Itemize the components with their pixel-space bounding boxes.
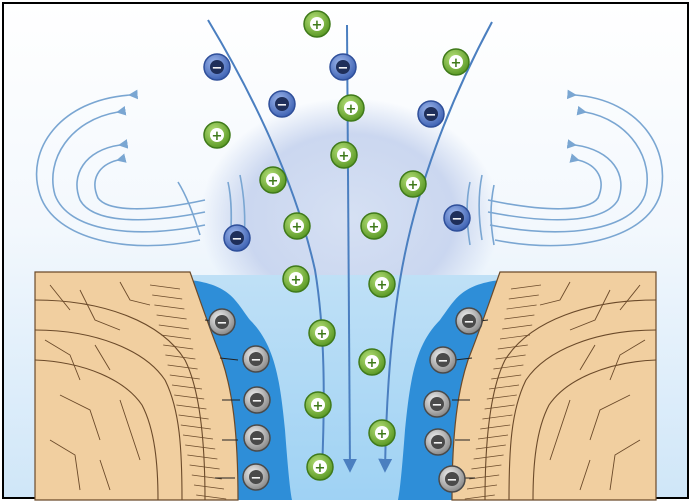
anion-ion-sign: − [212,61,223,76]
wall-anion-ion-sign: − [252,394,263,409]
anion-ion-sign: − [338,61,349,76]
wall-anion-ion-sign: − [251,353,262,368]
cation-ion-sign: + [312,18,323,33]
wall-anion-ion-sign: − [252,432,263,447]
cation-ion: + [307,454,333,480]
cation-ion: + [369,420,395,446]
wall-anion-ion-sign: − [438,354,449,369]
anion-ion-sign: − [452,212,463,227]
wall-anion-ion-sign: − [217,316,228,331]
cation-ion: + [304,11,330,37]
cation-ion-sign: + [212,129,223,144]
cation-ion-sign: + [346,102,357,117]
wall-anion-ion: − [439,466,465,492]
wall-anion-ion-sign: − [464,315,475,330]
cation-ion: + [400,171,426,197]
anion-ion-sign: − [232,232,243,247]
anion-ion: − [444,205,470,231]
wall-anion-ion: − [424,391,450,417]
cation-ion-sign: + [315,461,326,476]
cation-ion: + [260,167,286,193]
wall-anion-ion: − [209,309,235,335]
cation-ion: + [204,122,230,148]
wall-anion-ion: − [430,347,456,373]
anion-ion-sign: − [426,108,437,123]
cation-ion-sign: + [367,356,378,371]
cation-ion-sign: + [339,149,350,164]
cation-ion: + [359,349,385,375]
cation-ion-sign: + [317,327,328,342]
cation-ion: + [284,213,310,239]
wall-anion-ion-sign: − [433,436,444,451]
cation-ion-sign: + [408,178,419,193]
wall-anion-ion: − [243,346,269,372]
wall-anion-ion-sign: − [447,473,458,488]
anion-ion: − [418,101,444,127]
cation-ion: + [361,213,387,239]
wall-anion-ion-sign: − [251,471,262,486]
wall-anion-ion: − [244,387,270,413]
anion-ion: − [330,54,356,80]
wall-anion-ion: − [456,308,482,334]
cation-ion-sign: + [292,220,303,235]
cation-ion-sign: + [369,220,380,235]
anion-ion: − [269,91,295,117]
cation-ion-sign: + [451,56,462,71]
anion-ion: − [224,225,250,251]
wall-anion-ion: − [243,464,269,490]
cation-ion-sign: + [313,399,324,414]
anion-ion: − [204,54,230,80]
cation-ion-sign: + [377,427,388,442]
cation-ion: + [283,266,309,292]
cation-ion-sign: + [268,174,279,189]
cation-ion: + [443,49,469,75]
cation-ion: + [309,320,335,346]
wall-anion-ion: − [244,425,270,451]
anion-ion-sign: − [277,98,288,113]
cation-ion: + [369,271,395,297]
wall-anion-ion: − [425,429,451,455]
cation-ion-sign: + [377,278,388,293]
wall-anion-ion-sign: − [432,398,443,413]
cation-ion: + [331,142,357,168]
cation-ion-sign: + [291,273,302,288]
cation-ion: + [305,392,331,418]
cation-ion: + [338,95,364,121]
